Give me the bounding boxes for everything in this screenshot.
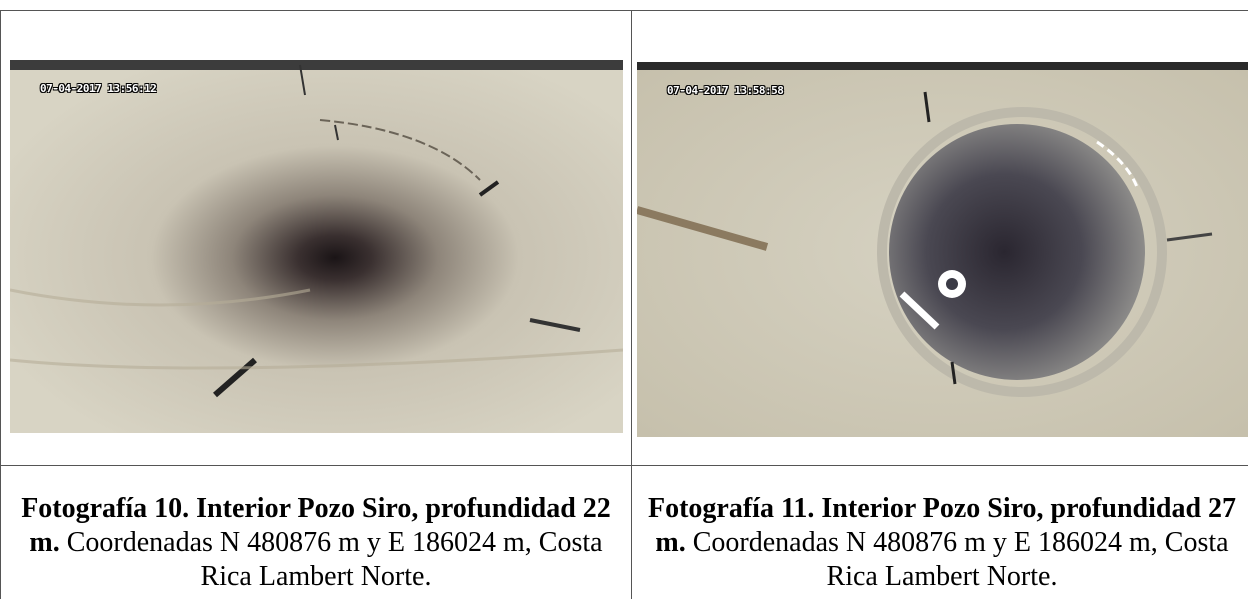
table-border-left	[0, 10, 1, 599]
well-photo-10: 07-04-2017 13:56:12	[10, 60, 623, 433]
photo-caption-10: Fotografía 10. Interior Pozo Siro, profu…	[6, 492, 626, 594]
photo-timestamp: 07-04-2017 13:56:12	[40, 82, 157, 95]
caption-title: Fotografía 11. Interior Pozo Siro, profu…	[647, 493, 1237, 558]
caption-title: Fotografía 10. Interior Pozo Siro, profu…	[21, 493, 611, 558]
table-divider-horizontal	[0, 465, 1248, 466]
caption-coordinates: Coordenadas N 480876 m y E 186024 m, Cos…	[59, 527, 603, 592]
well-photo-11: 07-04-2017 13:58:58	[637, 62, 1248, 437]
photo-timestamp: 07-04-2017 13:58:58	[667, 84, 784, 97]
caption-coordinates: Coordenadas N 480876 m y E 186024 m, Cos…	[685, 527, 1229, 592]
table-border-top	[0, 10, 1248, 11]
photo-caption-11: Fotografía 11. Interior Pozo Siro, profu…	[632, 492, 1248, 594]
table-divider-vertical	[631, 10, 632, 599]
